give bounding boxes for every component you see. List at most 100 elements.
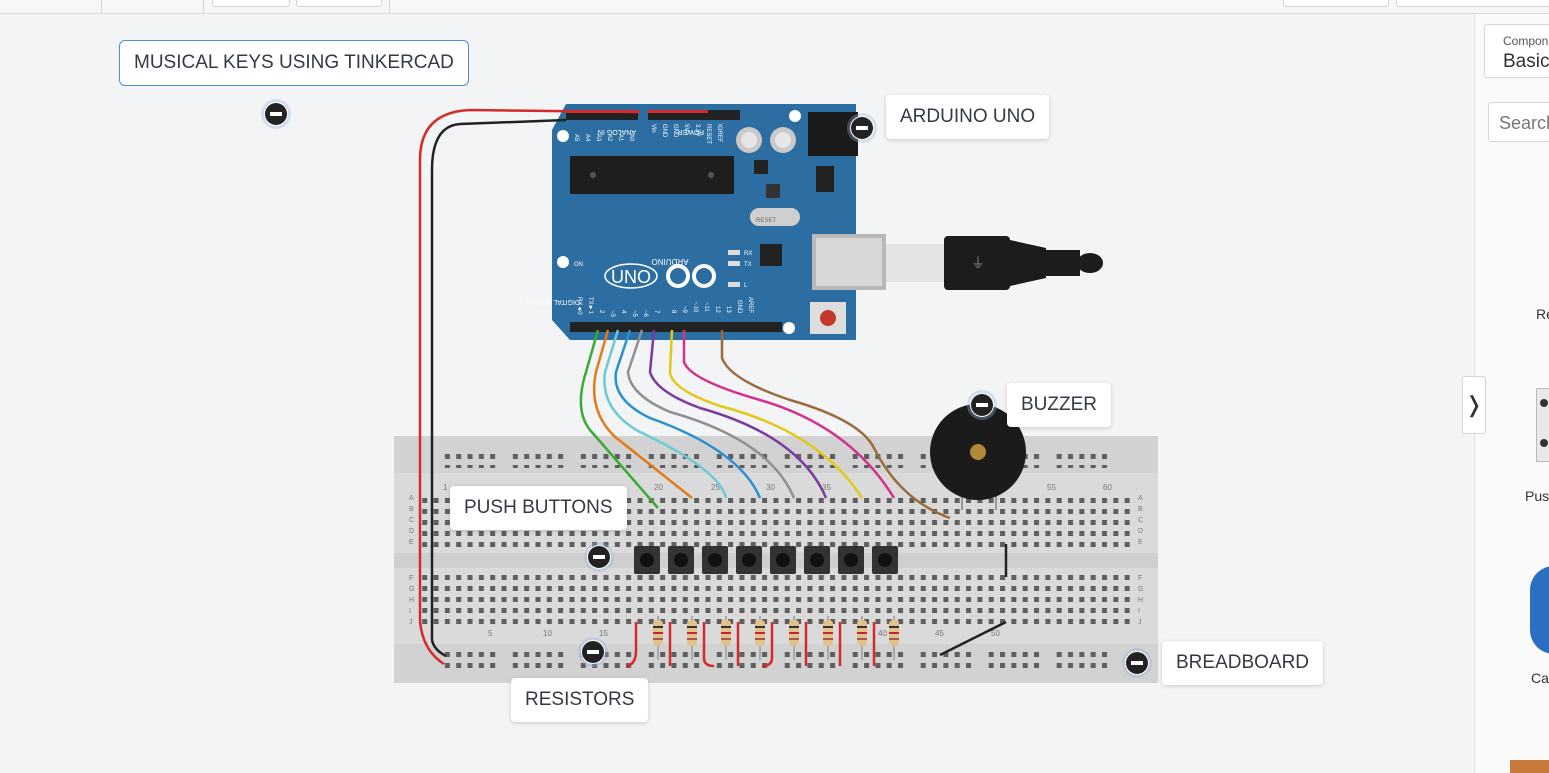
project-title-callout[interactable]: MUSICAL KEYS USING TINKERCAD bbox=[119, 40, 469, 86]
breadboard-callout[interactable]: BREADBOARD bbox=[1162, 641, 1324, 685]
minus-circle-icon[interactable] bbox=[850, 116, 874, 140]
circuit-canvas[interactable]: 1 5 10 15 20 25 30 35 40 45 50 55 60 A B… bbox=[0, 0, 1474, 773]
pin-label: GND bbox=[672, 124, 678, 138]
resistor[interactable] bbox=[687, 620, 697, 646]
pin-label: 12 bbox=[714, 306, 720, 313]
components-select[interactable]: Compon Basic bbox=[1484, 24, 1549, 78]
toolbar-button[interactable] bbox=[1396, 0, 1549, 7]
resistor[interactable] bbox=[857, 620, 867, 646]
push-button[interactable] bbox=[770, 546, 796, 574]
buzzer-callout[interactable]: BUZZER bbox=[1007, 383, 1111, 427]
capacitor-part-thumbnail[interactable] bbox=[1530, 566, 1549, 654]
pin-label: 7 bbox=[653, 310, 659, 314]
signal-wires[interactable] bbox=[579, 329, 951, 520]
column-number: 55 bbox=[1047, 483, 1056, 492]
usb-icon: ⏚ bbox=[971, 256, 985, 272]
row-letter: F bbox=[1138, 575, 1142, 582]
toolbar-button[interactable] bbox=[296, 0, 382, 7]
column-number: 15 bbox=[599, 629, 608, 638]
push-button[interactable] bbox=[702, 546, 728, 574]
push-button[interactable] bbox=[668, 546, 694, 574]
pin-label: 4 bbox=[620, 310, 626, 314]
pin-label: 2 bbox=[598, 310, 604, 314]
pin-label: 3.3V bbox=[694, 124, 700, 136]
usb-cable[interactable]: ⏚ bbox=[886, 236, 1103, 290]
resistor[interactable] bbox=[889, 620, 899, 646]
row-letter: A bbox=[409, 495, 414, 502]
pin-label: ~10 bbox=[692, 302, 698, 313]
components-search-input[interactable]: Search bbox=[1488, 102, 1549, 142]
column-number: 45 bbox=[935, 629, 944, 638]
power-wires[interactable] bbox=[418, 108, 641, 666]
resistor[interactable] bbox=[755, 620, 765, 646]
push-buttons-callout[interactable]: PUSH BUTTONS bbox=[450, 486, 627, 530]
push-button[interactable] bbox=[804, 546, 830, 574]
jumper-wires-red[interactable] bbox=[625, 622, 876, 668]
minus-circle-icon[interactable] bbox=[1125, 651, 1149, 675]
pin-label: 13 bbox=[725, 306, 731, 313]
minus-circle-icon[interactable] bbox=[581, 640, 605, 664]
arduino-logo: UNO ARDUINO bbox=[604, 257, 716, 289]
pushbutton-part-thumbnail[interactable] bbox=[1536, 388, 1549, 462]
board-model-label: UNO bbox=[611, 267, 651, 287]
column-number: 60 bbox=[1103, 483, 1112, 492]
minus-circle-icon[interactable] bbox=[264, 102, 288, 126]
components-select-label: Compon bbox=[1503, 34, 1549, 48]
push-button[interactable] bbox=[736, 546, 762, 574]
top-toolbar bbox=[0, 0, 1549, 14]
resistors[interactable] bbox=[625, 616, 899, 668]
on-led-label: ON bbox=[574, 262, 583, 268]
toolbar-divider bbox=[101, 0, 102, 13]
pin-label: A1 bbox=[617, 134, 623, 142]
pin-label: 8 bbox=[670, 310, 676, 314]
pin-label: ~6 bbox=[642, 310, 648, 318]
toolbar-button[interactable] bbox=[212, 0, 290, 7]
arduino-callout[interactable]: ARDUINO UNO bbox=[886, 95, 1050, 139]
pin-label: A5 bbox=[573, 134, 579, 142]
pin-label: AREF bbox=[747, 297, 753, 313]
resistor[interactable] bbox=[721, 620, 731, 646]
toolbar-divider bbox=[389, 0, 390, 13]
minus-circle-icon[interactable] bbox=[587, 545, 611, 569]
push-button[interactable] bbox=[872, 546, 898, 574]
arduino-uno-board[interactable]: ANALOG IN POWER A5 A4 A3 A2 A1 A0 Vin GN… bbox=[526, 104, 886, 340]
row-letter: H bbox=[409, 597, 414, 604]
push-buttons[interactable] bbox=[634, 546, 898, 574]
resistor[interactable] bbox=[789, 620, 799, 646]
toolbar-button[interactable] bbox=[1283, 0, 1389, 7]
pin-label: TX►1 bbox=[587, 297, 593, 315]
minus-circle-icon[interactable] bbox=[970, 393, 994, 417]
column-number: 35 bbox=[822, 483, 831, 492]
row-letter: E bbox=[1138, 539, 1143, 546]
components-select-value: Basic bbox=[1503, 51, 1549, 72]
pin-label: A3 bbox=[595, 134, 601, 142]
pin-label: 5V bbox=[683, 124, 689, 131]
resistor[interactable] bbox=[823, 620, 833, 646]
chevron-right-icon[interactable]: ❭ bbox=[1462, 376, 1486, 434]
row-letter: H bbox=[1138, 597, 1143, 604]
pin-label: A4 bbox=[584, 134, 590, 142]
row-letter: G bbox=[409, 586, 414, 593]
pin-label: A2 bbox=[606, 134, 612, 142]
buzzer-jumpers[interactable] bbox=[939, 544, 1008, 657]
header-label-power: POWER bbox=[678, 128, 704, 135]
pin-label: RESET bbox=[705, 124, 711, 144]
column-number: 50 bbox=[991, 629, 1000, 638]
row-letter: I bbox=[1138, 608, 1140, 615]
row-letter: E bbox=[409, 539, 414, 546]
board-brand-label: ARDUINO bbox=[652, 257, 689, 266]
push-button[interactable] bbox=[634, 546, 660, 574]
push-button[interactable] bbox=[838, 546, 864, 574]
part-thumbnail[interactable] bbox=[1510, 760, 1549, 773]
pin-label: ~3 bbox=[609, 310, 615, 318]
pin-label: A0 bbox=[628, 134, 634, 142]
reset-label: RESET bbox=[756, 218, 776, 224]
row-letter: D bbox=[1138, 528, 1143, 535]
pin-label: IOREF bbox=[716, 124, 722, 143]
buzzer[interactable] bbox=[930, 404, 1026, 510]
resistors-callout[interactable]: RESISTORS bbox=[511, 678, 649, 722]
resistor[interactable] bbox=[653, 620, 663, 646]
row-letter: G bbox=[1138, 586, 1143, 593]
led-label: TX bbox=[744, 262, 752, 268]
pin-label: ~9 bbox=[681, 306, 687, 314]
